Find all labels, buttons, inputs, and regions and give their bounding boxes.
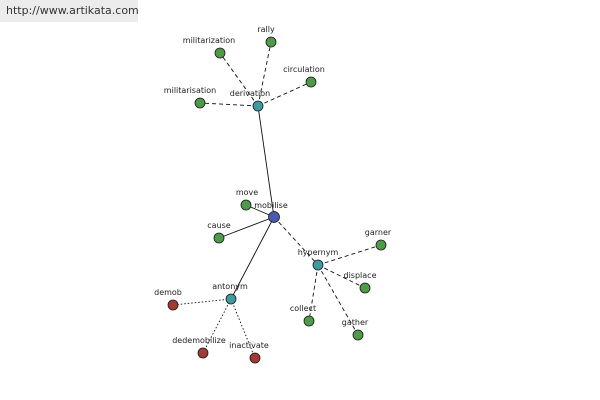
word-node-inactivate[interactable]: [249, 352, 261, 364]
word-node-demob[interactable]: [167, 299, 179, 311]
word-node-garner[interactable]: [375, 239, 387, 251]
word-node-displace[interactable]: [359, 282, 371, 294]
word-label-cause[interactable]: cause: [207, 221, 231, 230]
word-label-dedemobilize[interactable]: dedemobilize: [172, 336, 226, 345]
edge-dashed: [273, 216, 319, 266]
edge-solid: [218, 216, 275, 239]
edge-solid: [230, 216, 275, 300]
edge-dashed: [308, 264, 319, 322]
word-node-move[interactable]: [240, 199, 252, 211]
word-node-circulation[interactable]: [305, 76, 317, 88]
word-node-cause[interactable]: [213, 232, 225, 244]
word-node-dedemobilize[interactable]: [197, 347, 209, 359]
relation-label-hypernym[interactable]: hypernym: [298, 248, 339, 257]
word-label-collect[interactable]: collect: [290, 304, 316, 313]
word-label-demob[interactable]: demob: [154, 288, 182, 297]
relation-node-derivation[interactable]: [252, 100, 264, 112]
edge-dashed: [219, 52, 259, 107]
word-node-collect[interactable]: [303, 315, 315, 327]
site-url[interactable]: http://www.artikata.com: [0, 0, 138, 22]
graph-labels: militarization rally circulation militarisa…: [154, 25, 392, 350]
graph-edges: [172, 41, 382, 359]
edge-dotted: [172, 298, 232, 306]
relation-label-derivation[interactable]: derivation: [230, 89, 270, 98]
word-label-circulation[interactable]: circulation: [283, 65, 325, 74]
edge-dotted: [230, 298, 256, 359]
word-label-rally[interactable]: rally: [257, 25, 275, 34]
word-label-garner[interactable]: garner: [365, 228, 392, 237]
graph-nodes: [167, 36, 387, 364]
word-label-militarization[interactable]: militarization: [183, 36, 235, 45]
word-node-gather[interactable]: [352, 329, 364, 341]
word-label-militarisation[interactable]: militarisation: [164, 86, 216, 95]
word-node-militarization[interactable]: [214, 47, 226, 59]
relation-node-hypernym[interactable]: [312, 259, 324, 271]
edge-solid: [257, 105, 275, 218]
word-label-move[interactable]: move: [236, 188, 258, 197]
edge-dashed: [199, 102, 259, 107]
word-node-rally[interactable]: [265, 36, 277, 48]
relation-node-antonym[interactable]: [225, 293, 237, 305]
word-node-militarisation[interactable]: [194, 97, 206, 109]
edge-dashed: [317, 264, 366, 289]
edge-dashed: [257, 81, 312, 107]
word-label-inactivate[interactable]: inactivate: [229, 341, 269, 350]
word-label-displace[interactable]: displace: [344, 271, 377, 280]
central-label-mobilise[interactable]: mobilise: [254, 201, 288, 210]
word-label-gather[interactable]: gather: [342, 318, 369, 327]
relation-label-antonym[interactable]: antonym: [212, 282, 248, 291]
edge-dashed: [257, 41, 272, 107]
central-node-mobilise[interactable]: [268, 211, 280, 223]
